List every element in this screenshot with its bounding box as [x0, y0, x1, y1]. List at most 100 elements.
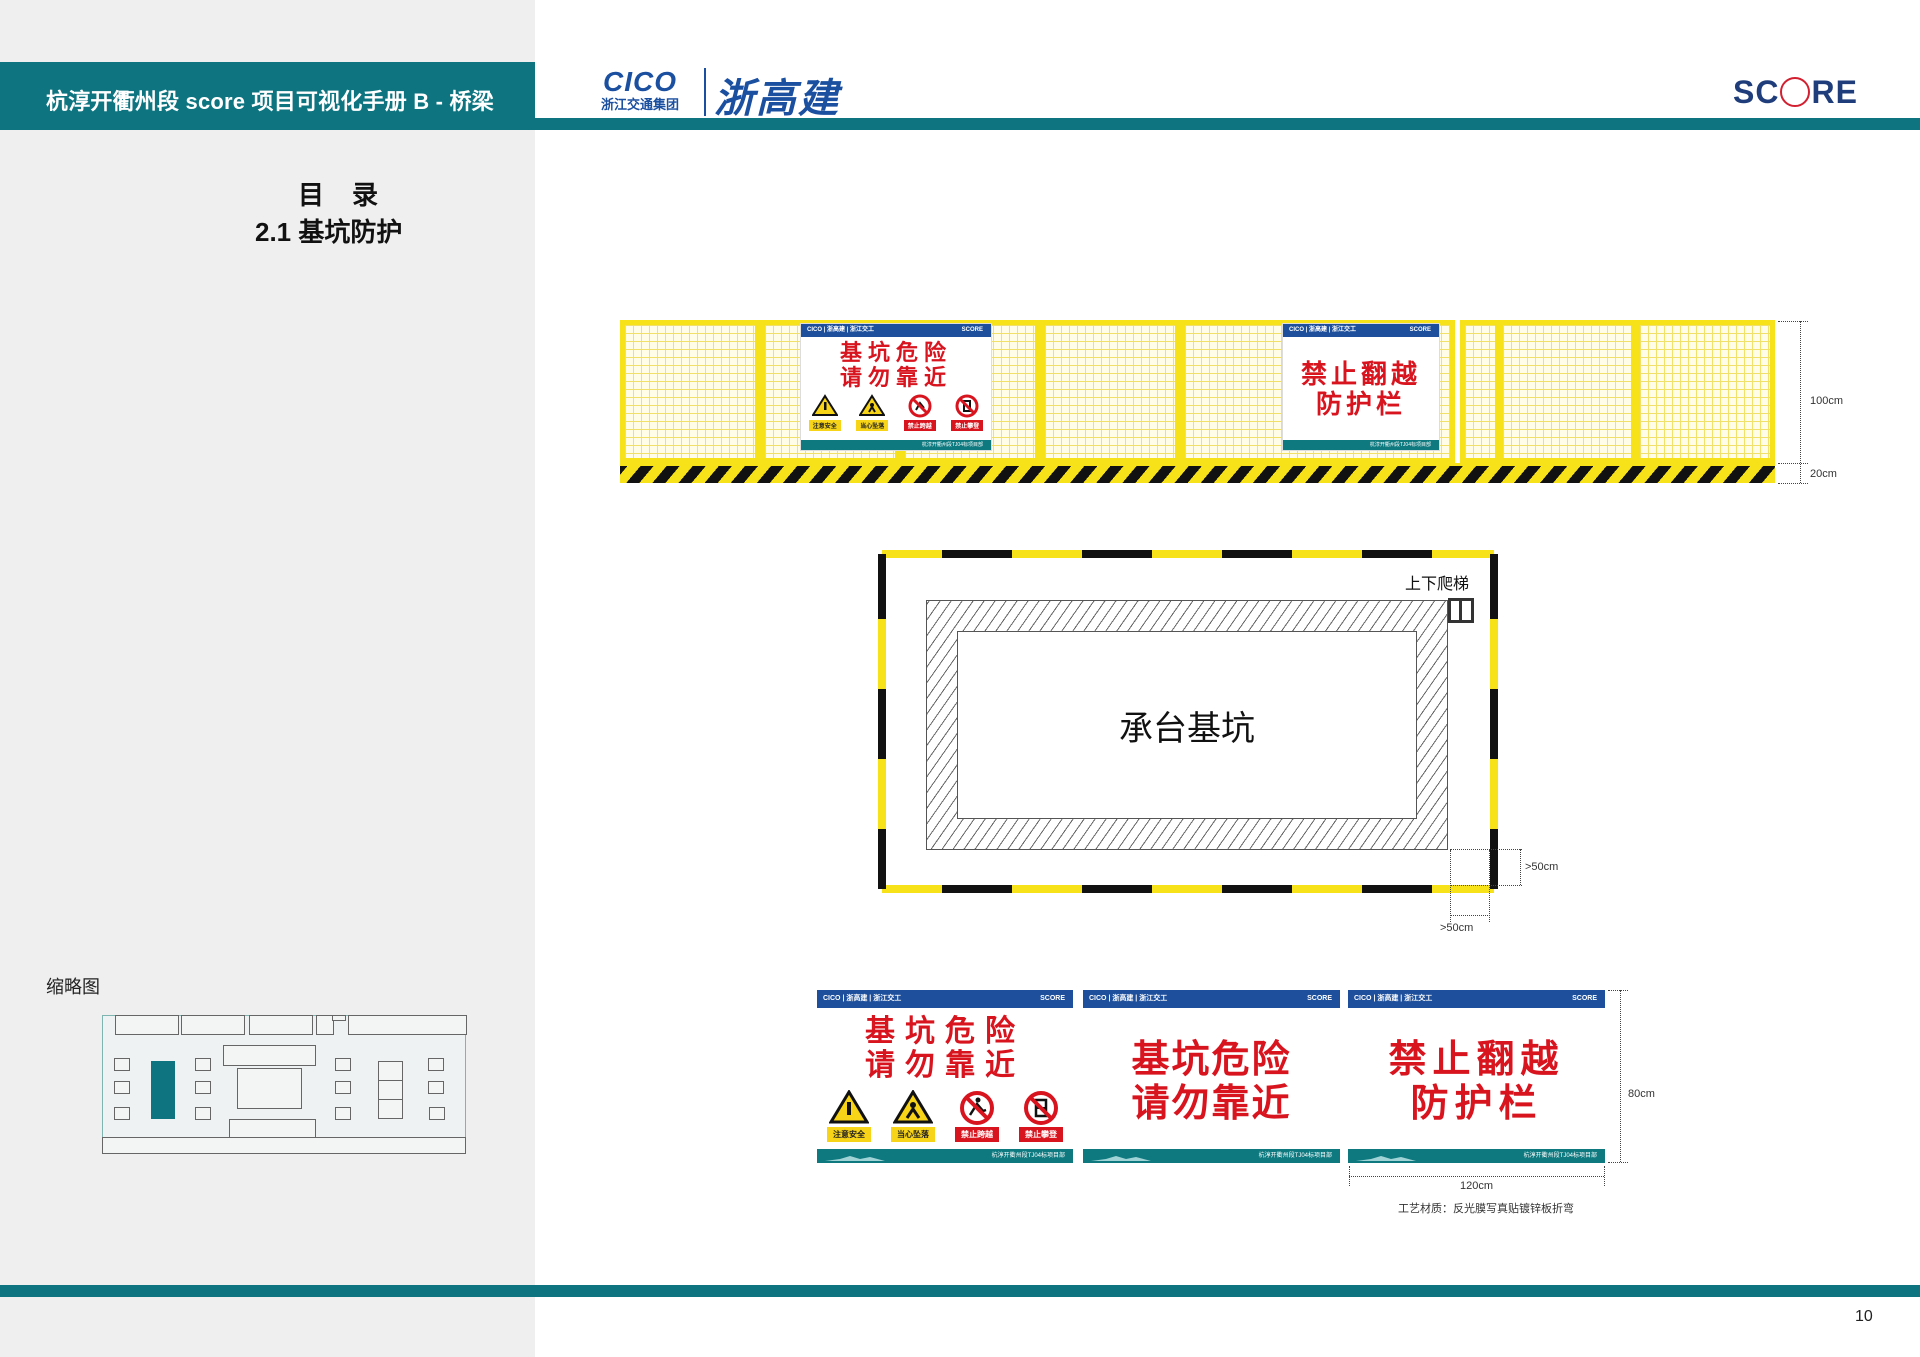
thumb-block — [114, 1107, 130, 1120]
footer-line — [0, 1285, 1920, 1297]
sign-height-label: 80cm — [1628, 1088, 1655, 1100]
thumbnail-map[interactable] — [102, 1015, 467, 1154]
no-climbing-icon — [955, 394, 979, 418]
fall-hazard-icon — [893, 1090, 933, 1124]
sign-header-logos: CICO | 浙高建 | 浙江交工 — [1089, 995, 1168, 1002]
fall-hazard-icon — [859, 394, 886, 416]
dimension-line — [1450, 850, 1451, 922]
thumb-block — [335, 1081, 351, 1094]
sign-footer-text: 杭淳开衢州段TJ04标项目部 — [1523, 1153, 1597, 1159]
thumb-block — [335, 1107, 351, 1120]
sign-header-bar: CICO | 浙高建 | 浙江交工 SCORE — [817, 990, 1073, 1008]
sign-text: 基坑危险 请勿靠近 — [817, 1015, 1073, 1083]
sign-line-2: 防护栏 — [1410, 1083, 1543, 1125]
sign-header-logos: CICO | 浙高建 | 浙江交工 — [1354, 995, 1433, 1002]
sign-header-score: SCORE — [1572, 995, 1597, 1002]
thumb-block — [316, 1015, 334, 1035]
fence-post — [1460, 320, 1500, 463]
dimension-line — [1489, 850, 1490, 922]
sign-line-1: 基坑危险 — [1131, 1039, 1292, 1081]
logo-divider — [704, 68, 706, 116]
dimension-line — [1450, 849, 1522, 850]
sign-tag: 禁止跨越 — [955, 1127, 999, 1142]
cico-logo-text: CICO — [603, 66, 677, 97]
hazard-stripe-base — [620, 463, 1775, 483]
fence-base-label: 20cm — [1810, 468, 1837, 480]
sign-header-bar: CICO | 浙高建 | 浙江交工 SCORE — [1348, 990, 1605, 1008]
caution-icon — [829, 1090, 869, 1124]
sign-icon-item: 注意安全 — [827, 1090, 871, 1142]
thumb-block — [348, 1015, 467, 1035]
sign-line-2: 防护栏 — [1315, 388, 1406, 419]
sign-icon-item: 禁止攀登 — [951, 394, 984, 431]
fence-sign-no-climb: CICO | 浙高建 | 浙江交工 SCORE 禁止翻越 防护栏 杭淳开衢州段T… — [1282, 323, 1440, 451]
perimeter-barrier — [878, 550, 1498, 893]
sign-header-score: SCORE — [1307, 995, 1332, 1002]
sign-header-logos: CICO | 浙高建 | 浙江交工 — [1289, 327, 1357, 333]
thumb-block — [181, 1015, 245, 1035]
sign-icon-item: 注意安全 — [808, 394, 841, 431]
zgj-logo: 浙高建 — [714, 75, 840, 122]
sign-tag: 禁止攀登 — [1019, 1127, 1063, 1142]
header-divider-line — [535, 118, 1920, 130]
sign-header-score: SCORE — [1040, 995, 1065, 1002]
ladder-label: 上下爬梯 — [1405, 576, 1470, 593]
sign-tag: 禁止攀登 — [951, 420, 984, 431]
sign-text: 基坑危险 请勿靠近 — [1083, 1038, 1340, 1126]
thumb-block — [114, 1058, 130, 1071]
slope-hatch-area: 承台基坑 — [926, 600, 1448, 850]
dimension-line — [1608, 1162, 1628, 1163]
header-band — [0, 62, 535, 130]
thumb-block — [378, 1099, 403, 1119]
fence-sign-danger: CICO | 浙高建 | 浙江交工 SCORE 基坑危险 请勿靠近 注意安全 当… — [800, 323, 992, 451]
sign-footer-text: 杭淳开衢州段TJ04标项目部 — [921, 442, 983, 448]
sign-text: 禁止翻越 防护栏 — [1348, 1038, 1605, 1126]
dimension-line — [1349, 1176, 1604, 1177]
thumb-block — [237, 1068, 302, 1109]
sign-footer-text: 杭淳开衢州段TJ04标项目部 — [991, 1153, 1065, 1159]
thumb-block — [378, 1061, 403, 1081]
sign-text: 基坑危险 请勿靠近 — [801, 340, 991, 391]
thumb-block — [195, 1081, 211, 1094]
sign-footer-text: 杭淳开衢州段TJ04标项目部 — [1258, 1153, 1332, 1159]
sign-line-1: 基坑危险 — [865, 1015, 1025, 1048]
thumb-block — [195, 1058, 211, 1071]
sign-no-climbing: CICO | 浙高建 | 浙江交工 SCORE 禁止翻越 防护栏 杭淳开衢州段T… — [1348, 990, 1605, 1163]
thumb-block — [429, 1107, 445, 1120]
sign-icon-row: 注意安全 当心坠落 禁止跨越 禁止攀登 — [801, 394, 991, 431]
sign-tag: 注意安全 — [808, 420, 841, 431]
thumb-current-section[interactable] — [151, 1061, 175, 1119]
score-figures-icon — [1780, 76, 1811, 107]
sign-line-1: 禁止翻越 — [1300, 359, 1421, 389]
sign-line-2: 请勿靠近 — [839, 365, 952, 391]
sign-tag: 当心坠落 — [856, 420, 889, 431]
sign-icon-item: 禁止攀登 — [1019, 1090, 1063, 1142]
dimension-line — [1778, 463, 1808, 464]
sign-header-score: SCORE — [961, 327, 983, 333]
mountain-graphic-icon — [1356, 1156, 1416, 1161]
sign-tag: 注意安全 — [827, 1127, 871, 1142]
dimension-line — [1778, 321, 1808, 322]
no-climbing-icon — [1024, 1091, 1058, 1125]
fence-height-label: 100cm — [1810, 395, 1844, 407]
sign-header-logos: CICO | 浙高建 | 浙江交工 — [807, 327, 875, 333]
sign-line-2: 请勿靠近 — [1131, 1083, 1292, 1125]
thumb-block — [114, 1081, 130, 1094]
sign-footer-bar: 杭淳开衢州段TJ04标项目部 — [801, 440, 991, 450]
thumb-block — [223, 1045, 316, 1066]
caution-icon — [811, 394, 838, 416]
score-logo-right: RE — [1811, 74, 1858, 110]
thumb-block — [102, 1137, 466, 1154]
sign-header-bar: CICO | 浙高建 | 浙江交工 SCORE — [801, 324, 991, 337]
sign-header-bar: CICO | 浙高建 | 浙江交工 SCORE — [1083, 990, 1340, 1008]
fence-panel — [1498, 320, 1636, 463]
thumb-block — [332, 1015, 346, 1021]
sign-line-2: 请勿靠近 — [865, 1049, 1025, 1082]
document-title: 杭淳开衢州段 score 项目可视化手册 B - 桥梁 — [46, 89, 494, 114]
material-note: 工艺材质：反光膜写真贴镀锌板折弯 — [1398, 1203, 1574, 1215]
sign-line-1: 基坑危险 — [839, 340, 952, 365]
sign-header-logos: CICO | 浙高建 | 浙江交工 — [823, 995, 902, 1002]
mountain-graphic-icon — [1091, 1156, 1151, 1161]
pit-label: 承台基坑 — [1119, 709, 1255, 748]
